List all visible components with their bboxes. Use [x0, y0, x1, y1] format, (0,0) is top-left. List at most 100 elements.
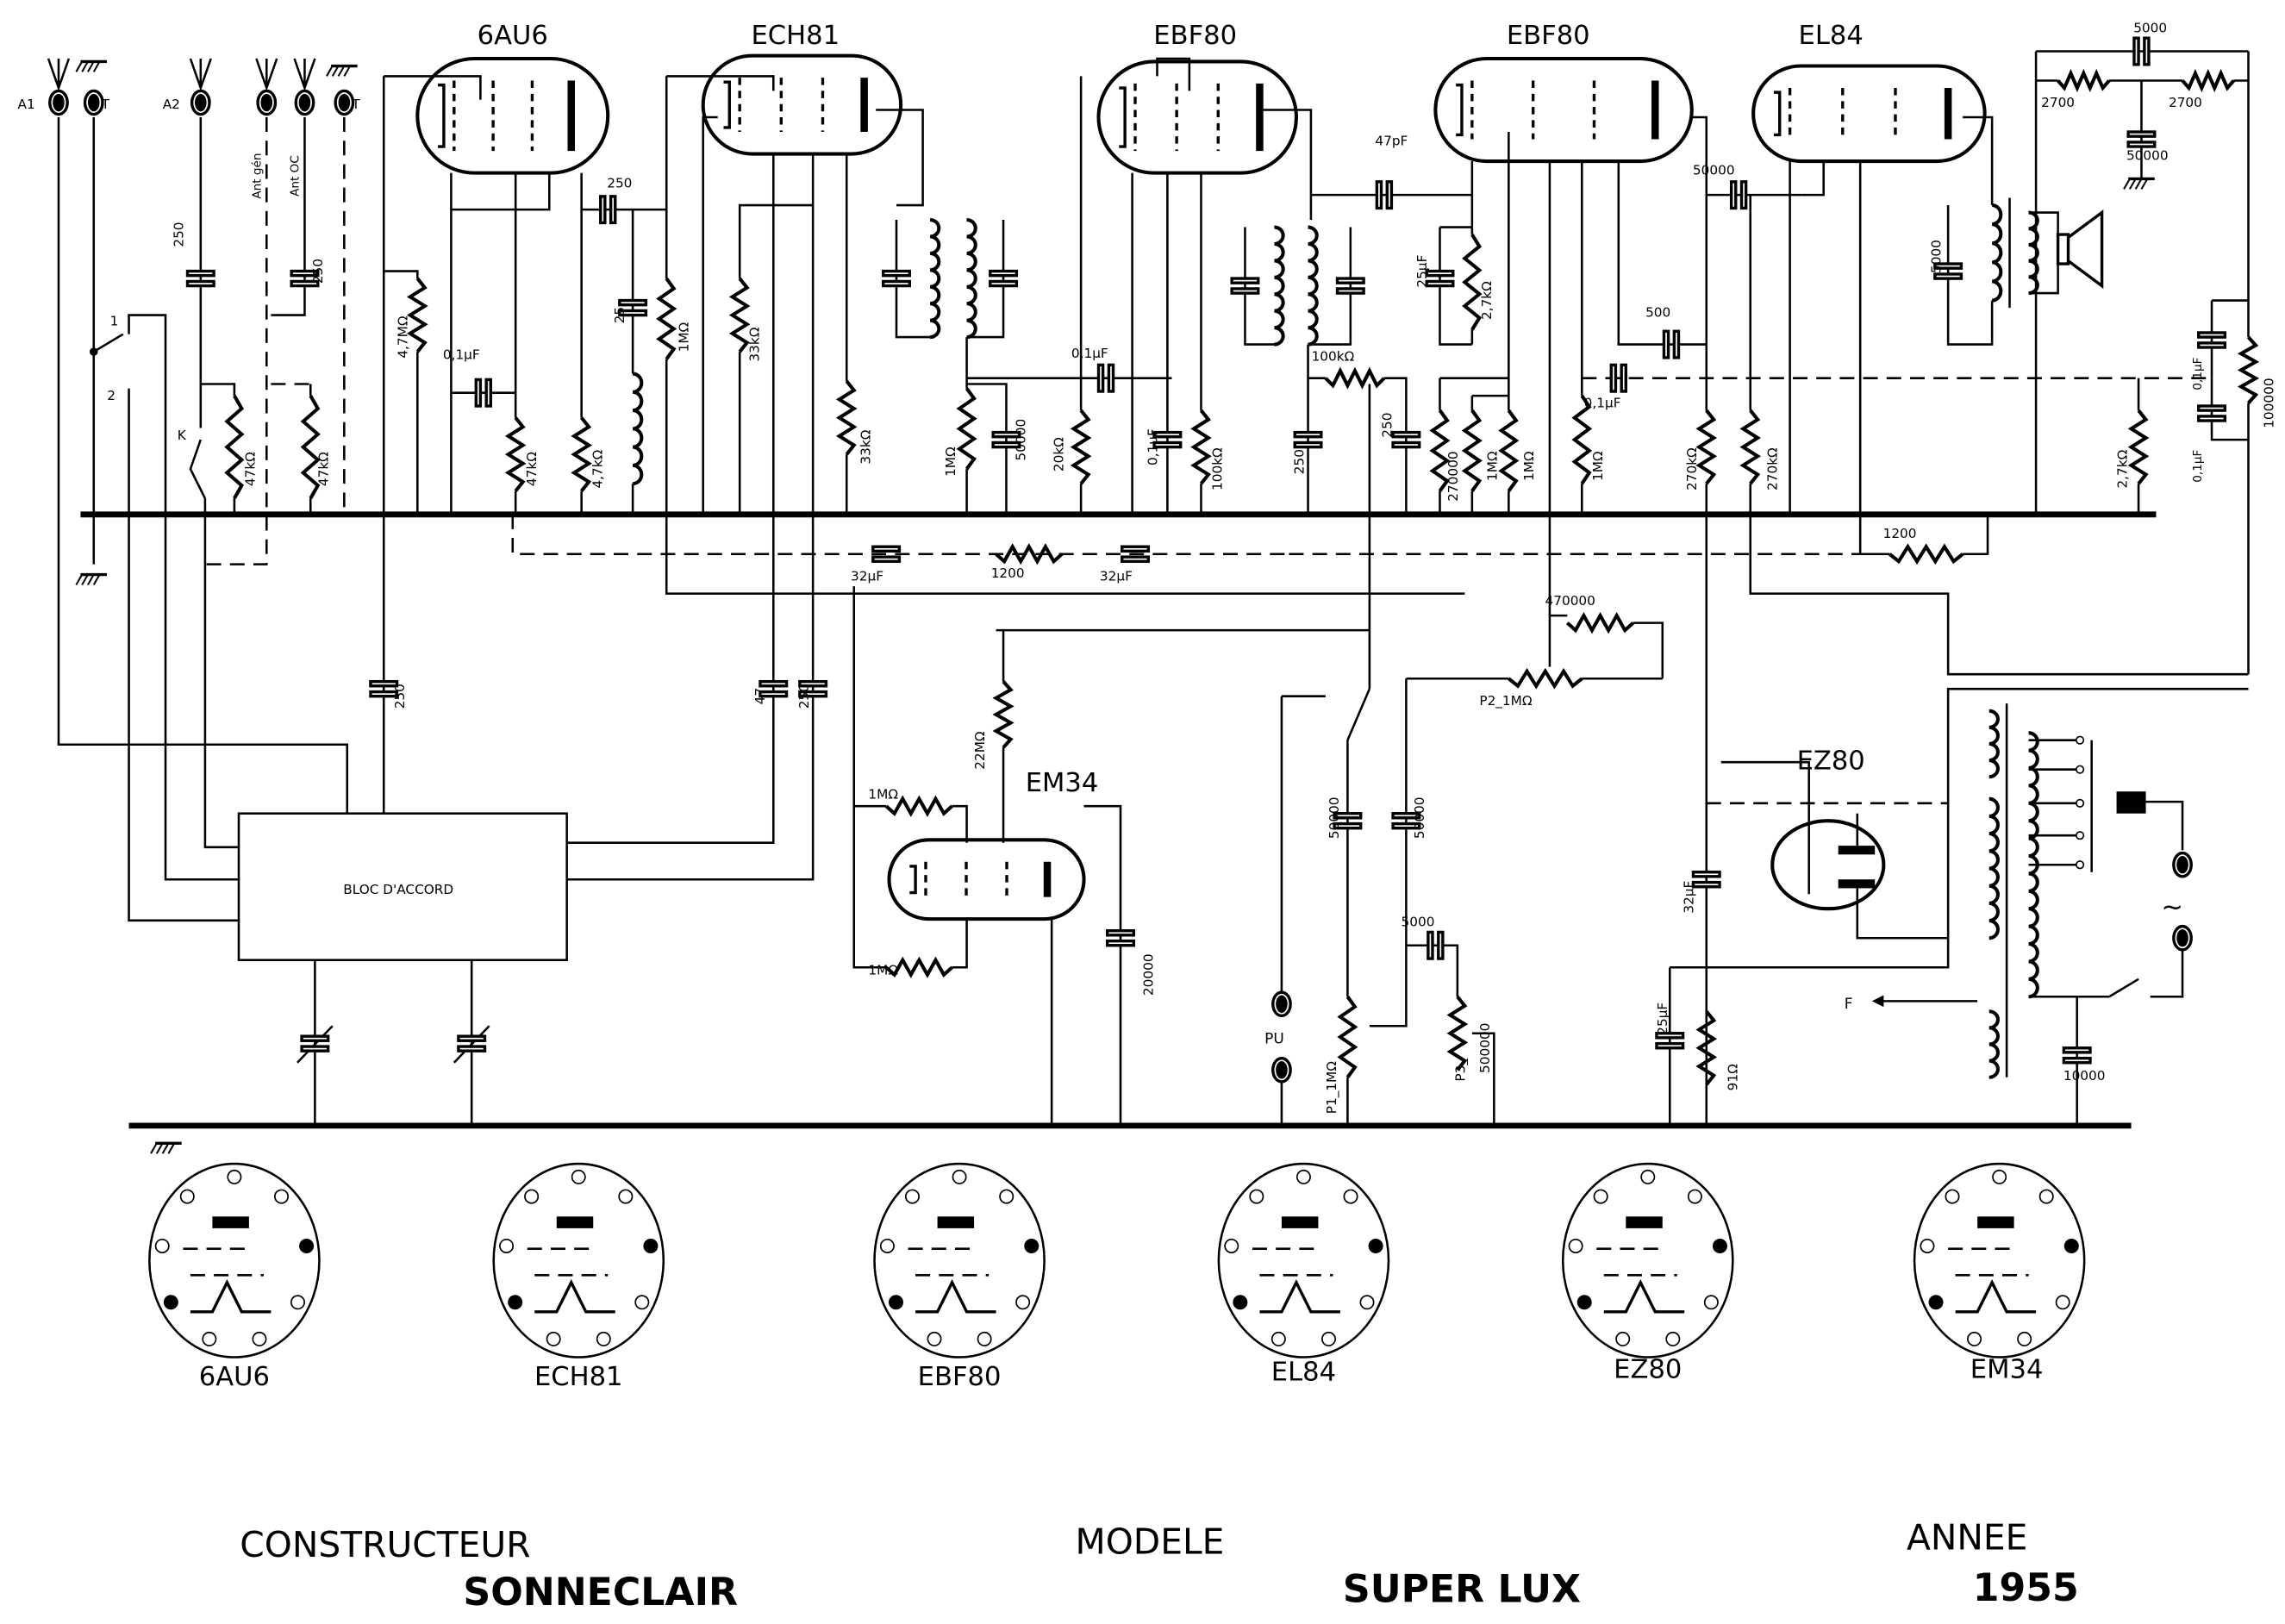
terminals-label: A1: [17, 97, 34, 112]
socket-heater: [915, 1279, 996, 1314]
wire: [2150, 949, 2184, 998]
tubes-label: 6AU6: [478, 21, 548, 51]
capacitor-0.1uf: [1096, 363, 1115, 393]
socket-pin: [1593, 1189, 1608, 1204]
capacitor-50000: [1333, 812, 1363, 830]
resistor: [1498, 409, 1520, 492]
antenna-icon: [293, 58, 316, 91]
wire: [666, 75, 775, 91]
ground-icon: [326, 64, 358, 77]
capacitor-plate: [1437, 930, 1445, 960]
output-transformer-primary: [1991, 203, 2003, 303]
if-transformer-2-primary: [1274, 225, 1285, 347]
wire: [203, 498, 239, 849]
socket-pin: [904, 1189, 920, 1204]
resistor: [2057, 68, 2111, 93]
capacitor-plate: [1385, 180, 1394, 210]
capacitor-plate: [1335, 287, 1365, 295]
resistor: [995, 543, 1064, 565]
wire: [738, 203, 814, 279]
tube-cathode: [1456, 83, 1464, 137]
tube-socket-diagram: [1561, 1162, 1734, 1359]
socket-pin: [1665, 1331, 1681, 1346]
capacitor-plate: [2062, 1046, 2092, 1054]
resistor: [1571, 394, 1593, 485]
component-values-label: 0,1µF: [1584, 396, 1621, 411]
capacitor-plate: [1662, 329, 1670, 359]
capacitor-plate: [1107, 363, 1115, 393]
terminals-label: PU: [1264, 1031, 1284, 1048]
antenna-icon: [189, 58, 212, 91]
jack-core: [298, 93, 311, 112]
socket-labels-label: EBF80: [918, 1362, 1002, 1392]
resistor: [2181, 68, 2236, 93]
tube-ez80: [1770, 819, 1886, 911]
capacitor-plate: [1620, 363, 1627, 393]
capacitor-plate: [1933, 262, 1963, 270]
tube-em34: [887, 838, 1086, 921]
voltage-tap: [2075, 735, 2085, 745]
capacitor: [989, 269, 1019, 288]
wire: [1259, 109, 1313, 221]
power-transformer-winding: [1988, 709, 2000, 779]
resistor: [835, 379, 858, 456]
capacitor-plate: [1729, 180, 1738, 210]
electrolytic-32uf: [1121, 545, 1150, 563]
wire: [1856, 888, 1949, 940]
ground-hatch: [81, 60, 89, 72]
socket-outline: [1561, 1162, 1734, 1359]
wire: [1720, 760, 1810, 895]
wire: [511, 514, 1289, 556]
capacitor-plate: [300, 1045, 330, 1052]
socket-pin: [1233, 1295, 1248, 1310]
tubes-label: EZ80: [1797, 746, 1865, 777]
tube-envelope: [415, 56, 610, 175]
jack-core: [2176, 856, 2188, 874]
socket-labels-label: EZ80: [1614, 1354, 1682, 1384]
capacitor-plate: [1691, 871, 1721, 878]
tube-envelope: [1433, 56, 1694, 164]
ground-hatch: [167, 1142, 176, 1154]
socket-pin: [1359, 1295, 1375, 1310]
capacitor-50000: [991, 430, 1021, 449]
component-values-label: 250: [1379, 413, 1395, 438]
resistor: [2237, 335, 2260, 404]
component-values-label: P1_1MΩ: [1324, 1061, 1340, 1115]
title-block-label: 1955: [1973, 1566, 2079, 1610]
resistor: [1324, 366, 1386, 390]
resistor: [1888, 543, 1964, 565]
capacitor-plate: [1655, 1032, 1685, 1040]
capacitor-plate: [2126, 141, 2157, 148]
capacitor-plate: [1391, 440, 1421, 449]
socket-outline: [1913, 1162, 2086, 1359]
socket-labels-label: EM34: [1970, 1354, 2044, 1384]
capacitor-25: [618, 298, 648, 317]
power-transformer-primary: [2028, 731, 2039, 999]
ground-icon: [2123, 177, 2155, 190]
socket-pin: [2063, 1238, 2079, 1253]
capacitor: [882, 269, 912, 288]
socket-pin: [1270, 1331, 1286, 1346]
variable-capacitor: [457, 1034, 487, 1052]
socket-electrode: [556, 1216, 594, 1228]
if-transformer-2-secondary: [1308, 225, 1319, 347]
wire: [200, 383, 236, 397]
wire: [57, 117, 349, 814]
capacitor-plate: [1375, 180, 1383, 210]
socket-pin: [1945, 1189, 1960, 1204]
socket-pin: [252, 1331, 267, 1346]
antenna-shape: [47, 58, 71, 91]
capacitor: [1335, 277, 1365, 295]
component-values-label: 4,7MΩ: [395, 315, 410, 359]
component-values-label: 0,1µF: [1145, 428, 1160, 465]
socket-heater: [1603, 1279, 1685, 1314]
tube-ech81: [701, 53, 903, 156]
speaker-icon: [2056, 209, 2104, 289]
capacitor-plate: [599, 195, 607, 225]
title-block-label: SUPER LUX: [1343, 1567, 1581, 1611]
tube-socket-diagram: [1217, 1162, 1390, 1359]
capacitor-plate: [457, 1045, 487, 1052]
capacitor-plate: [474, 378, 483, 408]
tube-cathode: [723, 80, 731, 129]
capacitor-plate: [2126, 130, 2157, 138]
